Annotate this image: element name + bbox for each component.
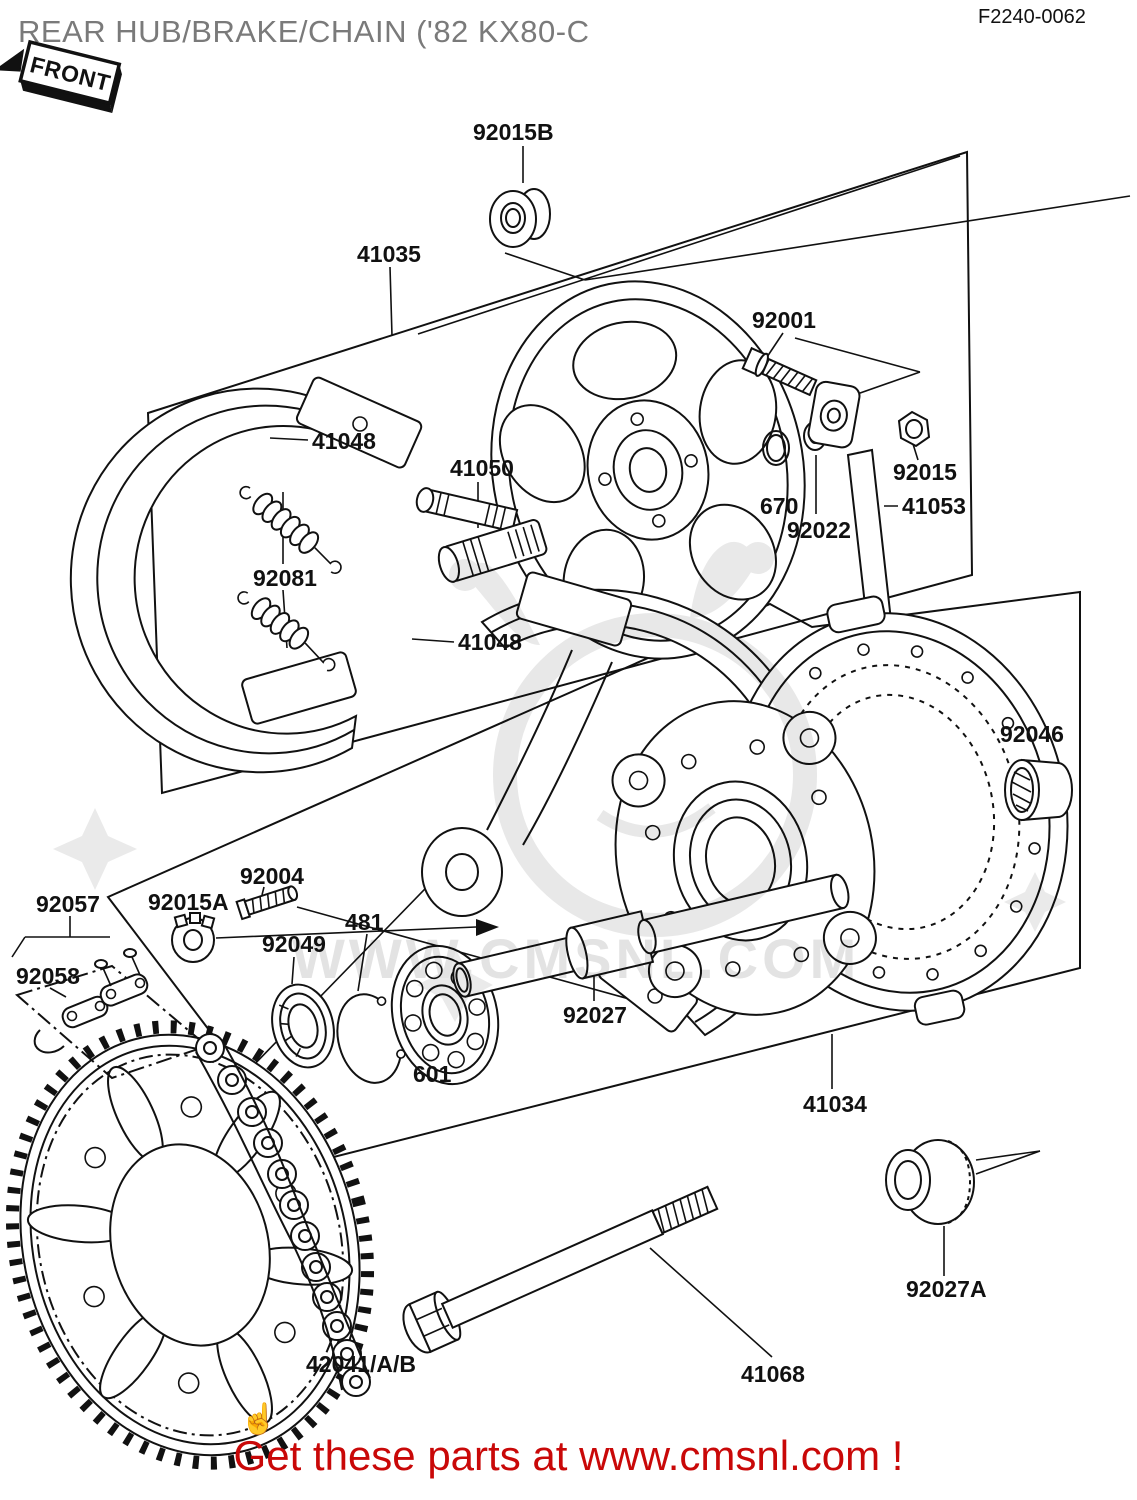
part-master-link-92058: [33, 948, 149, 1054]
part-nut-92015: [897, 410, 931, 448]
part-label-92022: 92022: [787, 517, 851, 543]
part-label-92004: 92004: [240, 863, 304, 889]
part-label-42041: 42041/A/B: [306, 1351, 416, 1377]
page-title: REAR HUB/BRAKE/CHAIN ('82 KX80-C: [18, 14, 590, 49]
part-label-41048-upper: 41048: [312, 428, 376, 454]
part-collar-92027a: [885, 1139, 975, 1225]
part-label-92057: 92057: [36, 891, 100, 917]
part-needle-bearing-92046: [1004, 758, 1073, 822]
part-label-41050: 41050: [450, 455, 514, 481]
part-spacer-92027: [452, 873, 850, 998]
part-bolt-92001: [741, 346, 818, 397]
part-circlip-481: [336, 993, 406, 1084]
part-label-41053: 41053: [902, 493, 966, 519]
part-label-92058: 92058: [16, 963, 80, 989]
arrowhead-92015a: [476, 919, 499, 936]
hand-pointer-icon: ☝: [240, 1403, 278, 1436]
part-label-41035: 41035: [357, 241, 421, 267]
part-oring-670: [762, 430, 790, 466]
part-sprocket-42041: [5, 1020, 375, 1470]
part-label-92015: 92015: [893, 459, 957, 485]
part-label-92046: 92046: [1000, 721, 1064, 747]
part-label-92049: 92049: [262, 931, 326, 957]
part-seal-92049: [271, 983, 335, 1069]
part-label-41068: 41068: [741, 1361, 805, 1387]
part-adjuster-nut-92015a: [171, 912, 216, 963]
part-label-41034: 41034: [803, 1091, 867, 1117]
promo-link[interactable]: Get these parts at www.cmsnl.com !: [233, 1432, 904, 1479]
part-label-670: 670: [760, 493, 798, 519]
part-label-601: 601: [413, 1061, 452, 1087]
fiche-code: F2240-0062: [978, 6, 1086, 28]
part-axle-41068: [402, 1185, 719, 1354]
part-label-481: 481: [345, 909, 384, 935]
part-label-92001: 92001: [752, 307, 816, 333]
part-label-92015A: 92015A: [148, 889, 229, 915]
front-arrow-icon: [0, 48, 25, 72]
part-label-92081: 92081: [253, 565, 317, 591]
part-label-92027: 92027: [563, 1002, 627, 1028]
part-nut-92015b: [489, 188, 551, 248]
part-chain-92057: [195, 1033, 371, 1397]
part-label-41048-lower: 41048: [458, 629, 522, 655]
part-label-92027A: 92027A: [906, 1276, 987, 1302]
part-springs-92081: [237, 485, 342, 672]
part-label-92015B: 92015B: [473, 119, 554, 145]
part-adjuster-bolt-92004: [235, 885, 299, 921]
group-box-master-link: [14, 948, 210, 1080]
watermark-url: WWW.CMSNL.COM: [292, 927, 860, 990]
cms-watermark: WWW.CMSNL.COM: [53, 541, 1066, 1022]
part-labels: 92015B4103541048410509208141048920016709…: [16, 119, 1064, 1387]
front-direction-sign: FRONT: [0, 39, 122, 114]
